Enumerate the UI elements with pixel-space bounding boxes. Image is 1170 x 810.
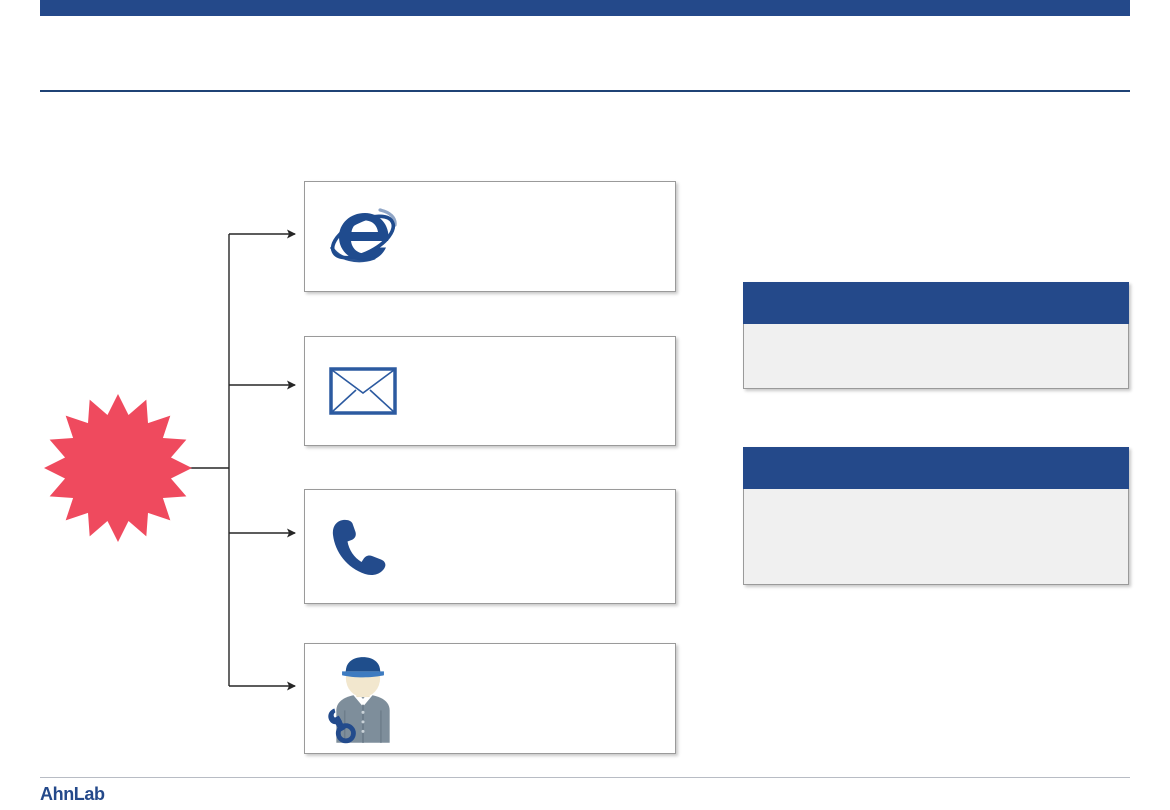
info-panel-1-body (743, 324, 1129, 389)
service-engineer-icon (323, 656, 403, 743)
telephone-handset-icon (323, 507, 403, 587)
internet-explorer-icon (323, 197, 403, 277)
info-panel-2-header (743, 447, 1129, 489)
top-accent-band (40, 0, 1130, 16)
envelope-icon (323, 351, 403, 431)
channel-box-phone[interactable] (304, 489, 676, 604)
info-panel-1 (743, 282, 1129, 389)
source-starburst (40, 392, 196, 544)
title-divider (40, 90, 1130, 92)
info-panel-2-body (743, 489, 1129, 585)
page-title (40, 44, 1130, 84)
channel-box-engineer[interactable] (304, 643, 676, 754)
ahnlab-logo: AhnLab (40, 784, 105, 804)
info-panel-2 (743, 447, 1129, 585)
info-panel-1-header (743, 282, 1129, 324)
channel-box-browser[interactable] (304, 181, 676, 292)
channel-box-email[interactable] (304, 336, 676, 446)
starburst-icon (44, 394, 192, 542)
footer-divider (40, 777, 1130, 778)
